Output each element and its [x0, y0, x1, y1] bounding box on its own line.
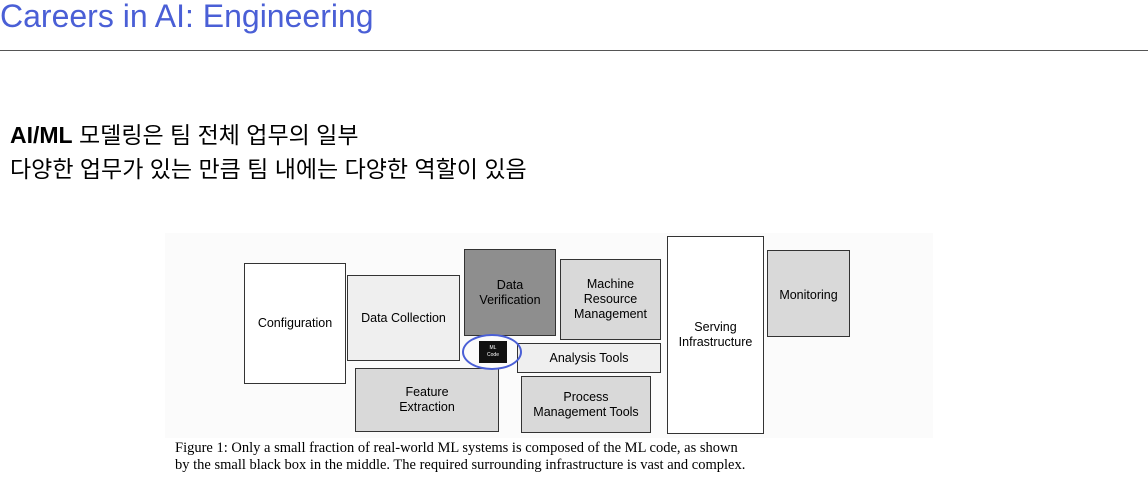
data-collection-label: Data Collection [361, 310, 446, 325]
headline-1: AI/ML 모델링은 팀 전체 업무의 일부 [10, 116, 358, 150]
data-verification-label-2: Verification [479, 292, 541, 307]
headline-1-rest: 모델링은 팀 전체 업무의 일부 [72, 122, 359, 148]
figure-caption: Figure 1: Only a small fraction of real-… [175, 440, 935, 474]
analysis-tools-label: Analysis Tools [549, 350, 629, 365]
headline-1-bold: AI/ML [10, 122, 73, 148]
configuration-box: Configuration [244, 263, 346, 384]
title-divider [0, 50, 1148, 51]
data-collection-box: Data Collection [347, 275, 460, 361]
figure-caption-line-1: Figure 1: Only a small fraction of real-… [175, 440, 738, 456]
process-management-tools-label-2: Management Tools [533, 404, 639, 419]
machine-resource-management-box: Machine Resource Management [560, 259, 661, 340]
figure-caption-line-2: by the small black box in the middle. Th… [175, 457, 746, 473]
serving-infrastructure-label-1: Serving [694, 320, 737, 334]
serving-infrastructure-box: Serving Infrastructure [667, 236, 764, 434]
machine-resource-management-label-1: Machine [586, 277, 635, 291]
monitoring-label: Monitoring [779, 288, 838, 302]
ml-code-highlight-ellipse [462, 334, 522, 370]
headline-2: 다양한 업무가 있는 만큼 팀 내에는 다양한 역할이 있음 [10, 156, 527, 182]
feature-extraction-label-2: Extraction [399, 400, 455, 414]
data-verification-box: Data Verification [464, 249, 556, 336]
monitoring-box: Monitoring [767, 250, 850, 337]
data-verification-label-1: Data [496, 277, 524, 292]
slide-title: Careers in AI: Engineering [0, 0, 374, 34]
machine-resource-management-label-3: Management [574, 307, 647, 321]
feature-extraction-label-1: Feature [405, 385, 449, 399]
process-management-tools-label-1: Process [563, 389, 609, 404]
serving-infrastructure-label-2: Infrastructure [678, 335, 753, 349]
feature-extraction-box: Feature Extraction [355, 368, 499, 432]
analysis-tools-box: Analysis Tools [517, 343, 661, 373]
process-management-tools-box: Process Management Tools [521, 376, 651, 433]
configuration-label: Configuration [257, 316, 333, 330]
machine-resource-management-label-2: Resource [583, 292, 638, 306]
